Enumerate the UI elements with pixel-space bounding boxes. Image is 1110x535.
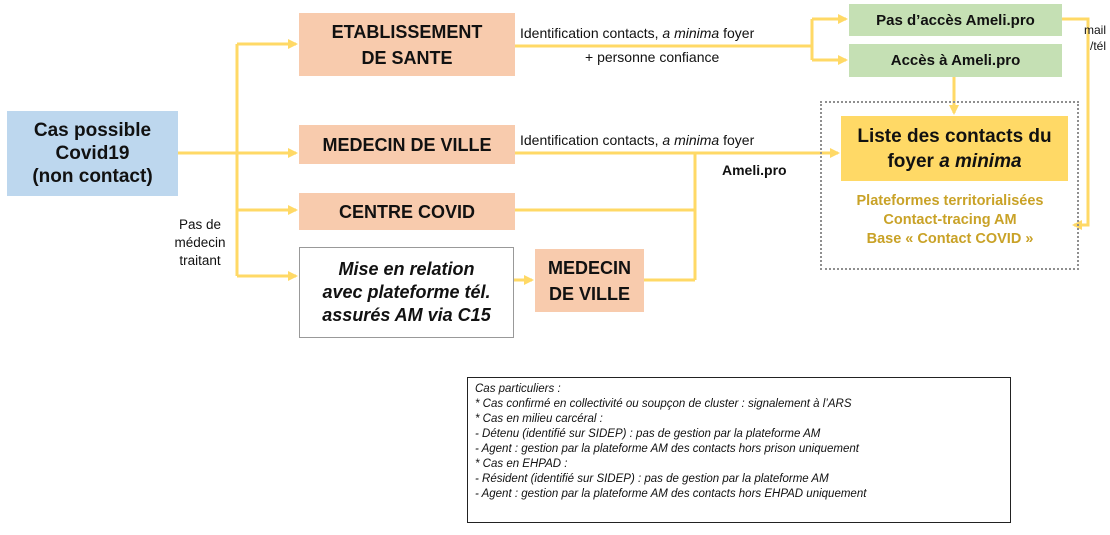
liste-line-1: Liste des contacts du bbox=[857, 125, 1052, 147]
plateformes-line-3: Base « Contact COVID » bbox=[866, 231, 1034, 247]
notes-line-5: - Agent : gestion par la plateforme AM d… bbox=[475, 443, 859, 455]
medecin2-line-2: DE VILLE bbox=[548, 283, 630, 304]
notes-line-7: - Résident (identifié sur SIDEP) : pas d… bbox=[475, 473, 829, 485]
etablissement-line-2: DE SANTE bbox=[361, 47, 453, 68]
pas-acces-box: Pas d’accès Ameli.pro bbox=[849, 4, 1062, 36]
etablissement-line-1: ETABLISSEMENT bbox=[331, 21, 483, 42]
mail-label: mail bbox=[1083, 23, 1106, 37]
notes-line-2: * Cas confirmé en collectivité ou soupço… bbox=[475, 398, 852, 410]
tel-label: /tél bbox=[1089, 39, 1106, 53]
centre-covid-box: CENTRE COVID bbox=[299, 193, 515, 230]
acces-box: Accès à Ameli.pro bbox=[849, 44, 1062, 77]
mise-line-3: assurés AM via C15 bbox=[322, 305, 491, 325]
ident-1-italic: a minima bbox=[662, 25, 720, 41]
medecin-ville-2-box: MEDECIN DE VILLE bbox=[535, 249, 644, 312]
arrow-pas-acces-out bbox=[1062, 17, 1090, 230]
ameli-pro-label: Ameli.pro bbox=[722, 162, 787, 178]
arrow-lines bbox=[178, 14, 1090, 285]
ident-label-1-line-2: + personne confiance bbox=[585, 49, 720, 65]
pas-de-medecin-line-2: médecin bbox=[174, 235, 226, 250]
mise-en-relation-box: Mise en relation avec plateforme tél. as… bbox=[299, 247, 514, 338]
mail-tel-label: mail /tél bbox=[1062, 22, 1106, 54]
notes-line-3: * Cas en milieu carcéral : bbox=[475, 413, 603, 425]
centre-covid-label: CENTRE COVID bbox=[338, 201, 475, 222]
ident-2-italic: a minima bbox=[662, 132, 720, 148]
liste-contacts-box: Liste des contacts du foyer a minima bbox=[841, 116, 1068, 181]
ident-2-prefix: Identification contacts, bbox=[520, 132, 663, 148]
medecin-ville-box: MEDECIN DE VILLE bbox=[299, 125, 515, 164]
liste-line-2: foyer a minima bbox=[857, 149, 1051, 174]
etablissement-box: ETABLISSEMENT DE SANTE bbox=[299, 13, 515, 76]
pas-acces-label: Pas d’accès Ameli.pro bbox=[876, 11, 1035, 29]
pas-de-medecin-line-1: Pas de bbox=[178, 217, 222, 232]
mise-line-1: Mise en relation bbox=[338, 259, 475, 279]
notes-line-1: Cas particuliers : bbox=[475, 383, 561, 395]
pas-de-medecin-line-3: traitant bbox=[179, 253, 221, 268]
plateformes-text: Plateformes territorialisées Contact-tra… bbox=[822, 192, 1078, 249]
ident-1-prefix: Identification contacts, bbox=[520, 25, 663, 41]
medecin-ville-label: MEDECIN DE VILLE bbox=[322, 134, 492, 155]
cas-possible-line-2: Covid19 bbox=[55, 143, 130, 164]
mise-line-2: avec plateforme tél. bbox=[322, 282, 491, 302]
plateformes-line-1: Plateformes territorialisées bbox=[856, 193, 1044, 209]
pas-de-medecin-label: Pas de médecin traitant bbox=[168, 216, 232, 270]
notes-line-6: * Cas en EHPAD : bbox=[475, 458, 568, 470]
acces-label: Accès à Ameli.pro bbox=[890, 52, 1021, 69]
plateformes-line-2: Contact-tracing AM bbox=[883, 212, 1017, 228]
cas-particuliers-notes: Cas particuliers : * Cas confirmé en col… bbox=[467, 377, 1011, 523]
notes-line-4: - Détenu (identifié sur SIDEP) : pas de … bbox=[475, 428, 821, 440]
cas-possible-line-3: (non contact) bbox=[32, 166, 153, 187]
liste-line-2-italic: a minima bbox=[939, 150, 1022, 172]
ident-label-2: Identification contacts, a minima foyer bbox=[520, 131, 754, 149]
contact-area-frame bbox=[820, 101, 1079, 270]
ident-label-1: Identification contacts, a minima foyer bbox=[520, 24, 754, 42]
notes-line-8: - Agent : gestion par la plateforme AM d… bbox=[475, 488, 867, 500]
cas-possible-line-1: Cas possible bbox=[33, 120, 152, 141]
ident-2-suffix: foyer bbox=[719, 132, 755, 148]
liste-line-2-prefix: foyer bbox=[887, 150, 940, 172]
cas-possible-box: Cas possible Covid19 (non contact) bbox=[7, 111, 178, 196]
ident-1-suffix: foyer bbox=[719, 25, 755, 41]
medecin2-line-1: MEDECIN bbox=[547, 257, 631, 278]
